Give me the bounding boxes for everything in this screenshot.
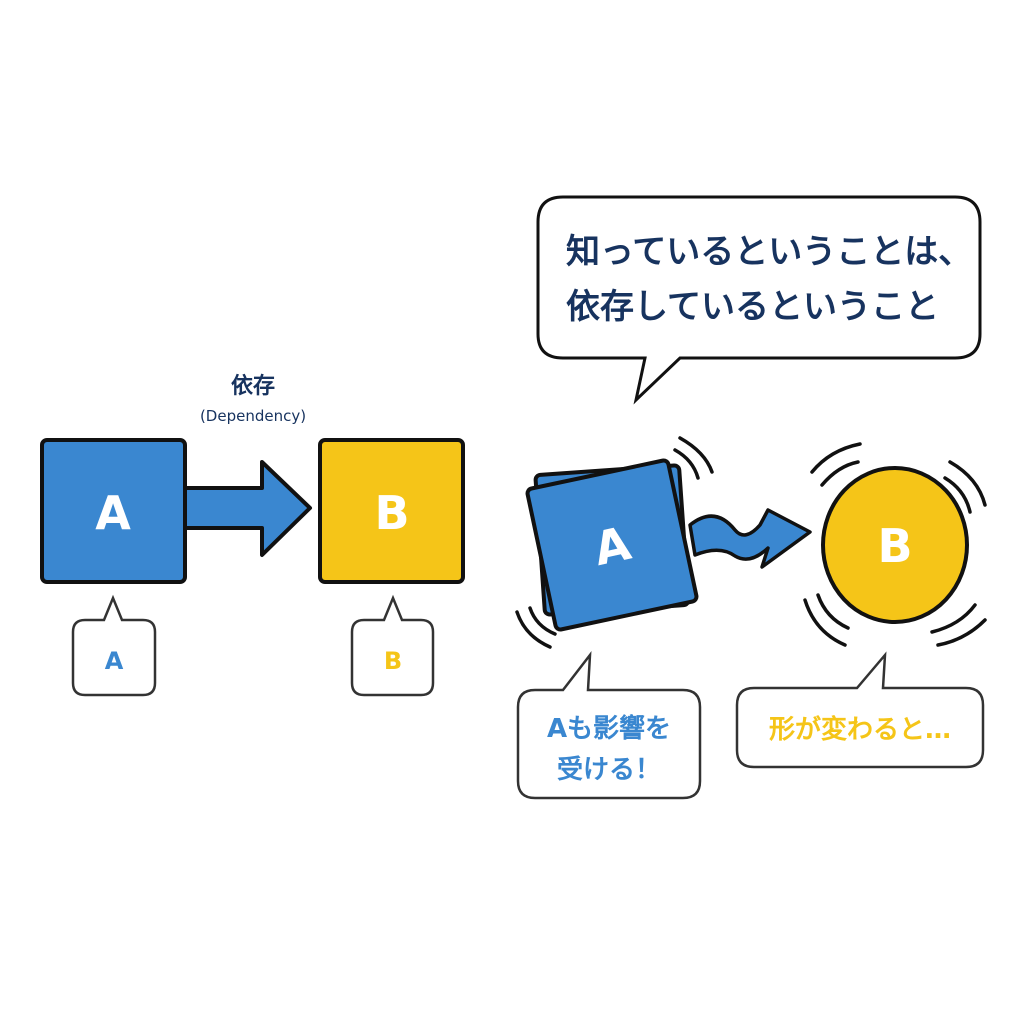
shaking-square-a: A	[525, 458, 699, 632]
wobbly-circle-b: B	[821, 466, 969, 624]
motion-lines-a	[515, 436, 714, 649]
box-a: A	[40, 438, 187, 584]
circle-b-label: B	[877, 519, 912, 573]
relation-label: 依存	[231, 373, 275, 399]
dependency-arrow	[183, 460, 312, 557]
bubble-a-affected: Aも影響を 受ける！	[516, 651, 702, 800]
main-bubble-line1: 知っているということは、	[566, 232, 972, 272]
wavy-arrow	[688, 508, 812, 569]
main-speech-bubble: 知っているということは、 依存しているということ	[536, 195, 982, 405]
box-b: B	[318, 438, 465, 584]
box-b-label: B	[374, 486, 409, 540]
relation-sublabel: (Dependency)	[200, 407, 306, 425]
bubble-a-small-text: A	[105, 647, 124, 675]
bubble-a-line2: 受ける！	[557, 754, 661, 785]
bubble-b-text: 形が変わると…	[769, 714, 951, 745]
bubble-a-line1: Aも影響を	[547, 713, 671, 744]
motion-lines-b	[803, 442, 987, 647]
box-a-label: A	[95, 486, 131, 540]
main-bubble-line2: 依存しているということ	[566, 287, 939, 327]
bubble-a-small: A	[71, 594, 157, 697]
bubble-b-shape-changes: 形が変わると…	[735, 651, 985, 769]
bubble-b-small: B	[350, 594, 435, 697]
bubble-b-small-text: B	[384, 647, 402, 675]
